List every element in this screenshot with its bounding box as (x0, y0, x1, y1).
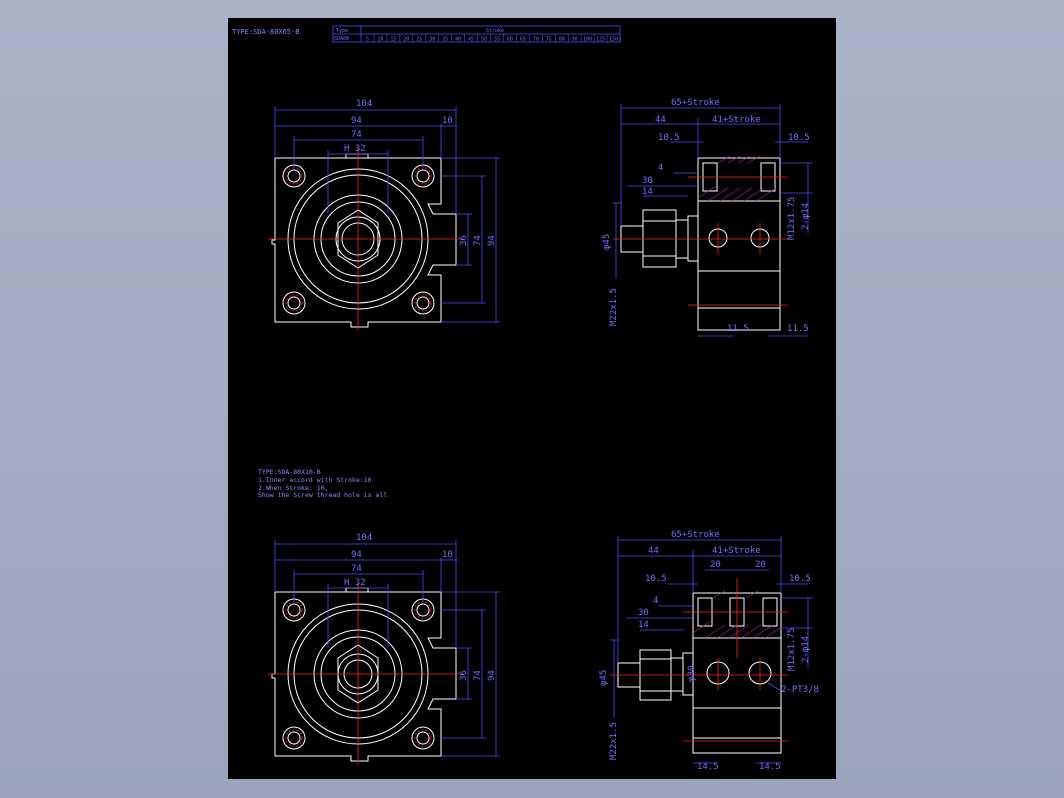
front-bot-dim-74: 74 (351, 564, 362, 574)
front-bot-dim-h32: H 32 (344, 578, 366, 588)
table-stroke-cells: 5 10 15 20 25 30 35 40 45 50 55 60 65 70 75 80 90 100 125 1… (366, 34, 621, 43)
table-stroke-cell: 45 (468, 37, 474, 43)
hatch-top (697, 155, 777, 202)
side-bot-dim-20b: 20 (755, 560, 766, 570)
hatch-bottom (692, 590, 782, 639)
table-stroke-cell: 125 (596, 37, 605, 43)
table-stroke-cell: 50 (481, 37, 487, 43)
side-bot-dim-tap: M12x1.75 (787, 628, 797, 671)
drawing-sheet[interactable]: TYPE:SDA-80X65-B Type Stroke SDA80 5 10 15… (228, 18, 836, 779)
note-line-3: 2.When Stroke: 10, (258, 484, 328, 492)
table-stroke-cell: 80 (559, 37, 565, 43)
side-top-dim-30: 30 (642, 176, 653, 186)
table-stroke-cell: 75 (546, 37, 552, 43)
front-top-dim-36: 36 (459, 235, 469, 246)
side-top-dim-10-5a: 10.5 (658, 133, 680, 143)
front-top-dim-74v: 74 (473, 235, 483, 246)
front-bot-dim-94: 94 (351, 550, 362, 560)
table-stroke-cell: 65 (520, 37, 526, 43)
front-top-dim-94v: 94 (487, 235, 497, 246)
side-top-dim-11-5b: 11.5 (787, 324, 809, 334)
side-bot-dim-10-5a: 10.5 (645, 574, 667, 584)
note-line-4: Show the Screw thread hole is all (258, 491, 387, 499)
title-top: TYPE:SDA-80X65-B (232, 28, 299, 36)
side-bot-dim-14-5a: 14.5 (697, 762, 719, 772)
side-bot-dim-port: 2-PT3/8 (781, 685, 819, 695)
side-bot-dim-holes: 2-φ14 (801, 636, 811, 663)
front-top-dim-74: 74 (351, 130, 362, 140)
side-top-dim-holes: 2-φ14 (801, 203, 811, 230)
front-bot-dim-36: 36 (459, 670, 469, 681)
side-top-dim-10-5b: 10.5 (788, 133, 810, 143)
table-row-label: SDA80 (334, 36, 349, 42)
table-stroke-cell: 90 (572, 37, 578, 43)
front-bot-dim-104: 104 (356, 533, 372, 543)
side-bot-dim-phi30: φ30 (687, 666, 697, 682)
side-bot-dim-4: 4 (653, 596, 658, 606)
front-bot-dim-74v: 74 (473, 670, 483, 681)
front-view-bottom: 104 94 10 74 H 32 36 74 94 (268, 533, 500, 765)
note-line-1: TYPE:SDA-80X10-B (258, 468, 321, 476)
side-bot-dim-14-5b: 14.5 (759, 762, 781, 772)
table-stroke-cell: 20 (403, 37, 409, 43)
table-header-type: Type (336, 28, 348, 34)
front-bot-dim-10: 10 (442, 550, 453, 560)
side-top-dim-phi45: φ45 (602, 234, 612, 250)
front-top-dim-104: 104 (356, 99, 372, 109)
front-top-dim-h32: H 32 (344, 144, 366, 154)
side-bot-dim-41: 41+Stroke (712, 546, 761, 556)
side-top-dim-41: 41+Stroke (712, 115, 761, 125)
table-stroke-cell: 15 (390, 37, 396, 43)
table-stroke-cell: 100 (583, 37, 592, 43)
note-line-2: 1.Inner accord with Stroke:10 (258, 476, 372, 484)
table-stroke-cell: 30 (429, 37, 435, 43)
front-view-top: 104 94 10 74 H 32 36 74 94 (268, 99, 500, 330)
front-top-dim-10: 10 (442, 116, 453, 126)
side-top-dim-11-5a: 11.5 (727, 324, 749, 334)
table-stroke-cell: 25 (416, 37, 422, 43)
side-bot-dim-14: 14 (638, 620, 649, 630)
table-stroke-cell: 70 (533, 37, 539, 43)
side-top-dim-4: 4 (658, 163, 663, 173)
side-view-top: 65+Stroke 44 41+Stroke 10.5 10.5 4 30 14… (602, 98, 813, 337)
side-bot-dim-phi45: φ45 (599, 670, 609, 686)
side-bot-dim-44: 44 (648, 546, 659, 556)
drawing-canvas: TYPE:SDA-80X65-B Type Stroke SDA80 5 10 15… (232, 25, 819, 772)
front-top-dim-94: 94 (351, 116, 362, 126)
table-stroke-cell: 10 (377, 37, 383, 43)
side-top-dim-tap: M12x1.75 (787, 197, 797, 240)
side-bot-dim-thread: M22x1.5 (609, 722, 619, 760)
table-stroke-cell: 60 (507, 37, 513, 43)
table-stroke-cell: 35 (442, 37, 448, 43)
table-stroke-cell: 5 (366, 37, 369, 43)
side-bot-dim-10-5b: 10.5 (789, 574, 811, 584)
table-stroke-cell: 55 (494, 37, 500, 43)
side-top-dim-total: 65+Stroke (671, 98, 720, 108)
table-stroke-cell: 40 (455, 37, 461, 43)
side-top-dim-thread: M22x1.5 (609, 288, 619, 326)
front-bot-dim-94v: 94 (487, 670, 497, 681)
table-stroke-cell: 150 (609, 37, 618, 43)
side-bot-dim-30: 30 (638, 608, 649, 618)
side-bot-dim-20a: 20 (710, 560, 721, 570)
table-header-stroke: Stroke (486, 28, 504, 34)
side-top-dim-44: 44 (655, 115, 666, 125)
side-bot-dim-total: 65+Stroke (671, 530, 720, 540)
side-view-bottom: 65+Stroke 44 41+Stroke 20 20 10.5 10.5 4… (599, 530, 819, 772)
side-top-dim-14: 14 (642, 187, 653, 197)
